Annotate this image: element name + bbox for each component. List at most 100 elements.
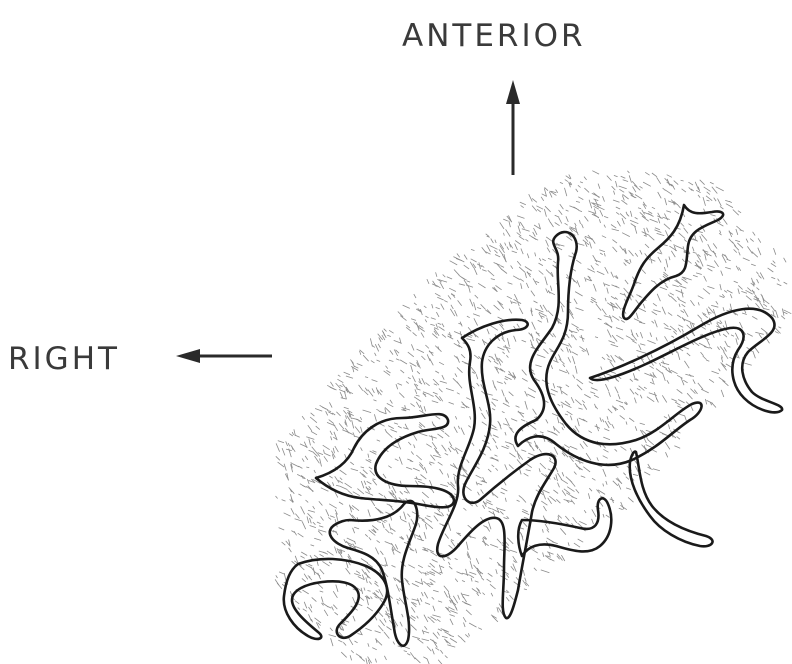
sulcus-outline-1 [623, 205, 723, 319]
hatch-stroke [461, 428, 464, 435]
hatch-stroke [733, 210, 739, 216]
hatch-stroke [477, 593, 479, 596]
hatch-stroke [382, 523, 384, 528]
hatch-stroke [476, 482, 477, 486]
hatch-stroke [447, 277, 452, 279]
sulcus-outline-7 [284, 559, 387, 639]
hatch-stroke [450, 446, 455, 450]
hatch-stroke [521, 249, 523, 255]
hatch-stroke [636, 313, 638, 319]
hatch-stroke [387, 335, 391, 336]
hatch-stroke [517, 500, 520, 501]
hatch-stroke [372, 388, 374, 393]
hatch-stroke [615, 449, 617, 451]
hatch-stroke [422, 639, 429, 641]
hatch-stroke [488, 508, 492, 509]
hatch-stroke [369, 459, 372, 460]
hatch-stroke [338, 640, 342, 642]
hatch-stroke [742, 313, 747, 315]
hatch-stroke [329, 504, 337, 509]
hatch-stroke [455, 310, 458, 316]
hatch-stroke [725, 267, 731, 269]
hatch-stroke [483, 593, 485, 595]
hatch-stroke [592, 238, 596, 244]
hatch-stroke [373, 451, 377, 453]
hatch-stroke [605, 298, 606, 301]
hatch-stroke [664, 323, 669, 327]
hatch-stroke [400, 622, 402, 627]
hatch-stroke [492, 409, 495, 411]
hatch-stroke [548, 498, 552, 504]
hatch-stroke [607, 303, 614, 308]
hatch-stroke [720, 206, 723, 209]
hatch-stroke [348, 637, 353, 645]
hatch-stroke [575, 223, 577, 226]
hatch-stroke [619, 186, 627, 189]
hatch-stroke [631, 339, 635, 340]
hatch-stroke [700, 259, 703, 266]
hatch-stroke [425, 319, 427, 322]
hatch-stroke [612, 229, 619, 231]
hatch-stroke [562, 391, 568, 395]
hatch-stroke [535, 281, 539, 283]
hatch-stroke [444, 639, 450, 644]
hatch-stroke [674, 331, 677, 334]
hatch-stroke [466, 339, 475, 341]
hatch-stroke [375, 616, 377, 620]
hatch-stroke [501, 492, 505, 494]
hatch-stroke [576, 189, 578, 192]
hatch-stroke [435, 293, 441, 296]
hatch-stroke [547, 538, 555, 543]
hatch-stroke [665, 336, 668, 341]
hatch-stroke [391, 430, 398, 433]
hatch-stroke [746, 296, 752, 301]
hatch-stroke [459, 284, 465, 286]
hatch-stroke [750, 239, 754, 242]
hatch-stroke [521, 420, 525, 422]
hatch-stroke [640, 423, 645, 425]
hatch-stroke [547, 530, 549, 533]
hatch-stroke [336, 531, 338, 535]
hatch-stroke [436, 324, 438, 328]
hatch-stroke [631, 224, 636, 228]
hatch-stroke [727, 259, 731, 260]
hatch-stroke [520, 222, 524, 229]
hatch-stroke [630, 389, 634, 395]
hatch-stroke [454, 270, 459, 276]
hatch-stroke [632, 341, 636, 344]
hatch-stroke [346, 376, 353, 378]
hatch-stroke [427, 659, 429, 664]
hatch-stroke [352, 505, 359, 510]
hatch-stroke [455, 373, 457, 376]
hatch-stroke [357, 489, 364, 494]
hatch-stroke [562, 427, 564, 430]
hatch-stroke [588, 211, 595, 214]
hatch-stroke [397, 601, 398, 604]
hatch-stroke [710, 182, 714, 184]
hatch-stroke [446, 388, 454, 391]
hatch-stroke [461, 354, 465, 358]
hatch-stroke [723, 219, 727, 225]
hatch-stroke [555, 357, 557, 362]
hatch-stroke [679, 304, 680, 307]
hatch-stroke [599, 250, 605, 252]
hatch-stroke [333, 448, 334, 453]
hatch-stroke [314, 538, 321, 540]
hatch-stroke [495, 455, 498, 456]
hatch-stroke [284, 464, 286, 471]
hatch-stroke [747, 288, 751, 292]
hatch-stroke [324, 610, 328, 616]
hatch-stroke [483, 505, 485, 509]
hatch-stroke [747, 334, 753, 337]
hatch-stroke [311, 545, 315, 546]
hatch-stroke [414, 478, 421, 480]
hatch-stroke [493, 435, 499, 438]
hatch-stroke [384, 656, 386, 660]
hatch-stroke [310, 555, 312, 559]
hatch-stroke [543, 553, 544, 557]
hatch-stroke [547, 318, 548, 323]
hatch-stroke [388, 426, 394, 429]
hatch-stroke [531, 503, 532, 506]
hatch-stroke [398, 426, 402, 428]
hatch-stroke [644, 437, 647, 443]
